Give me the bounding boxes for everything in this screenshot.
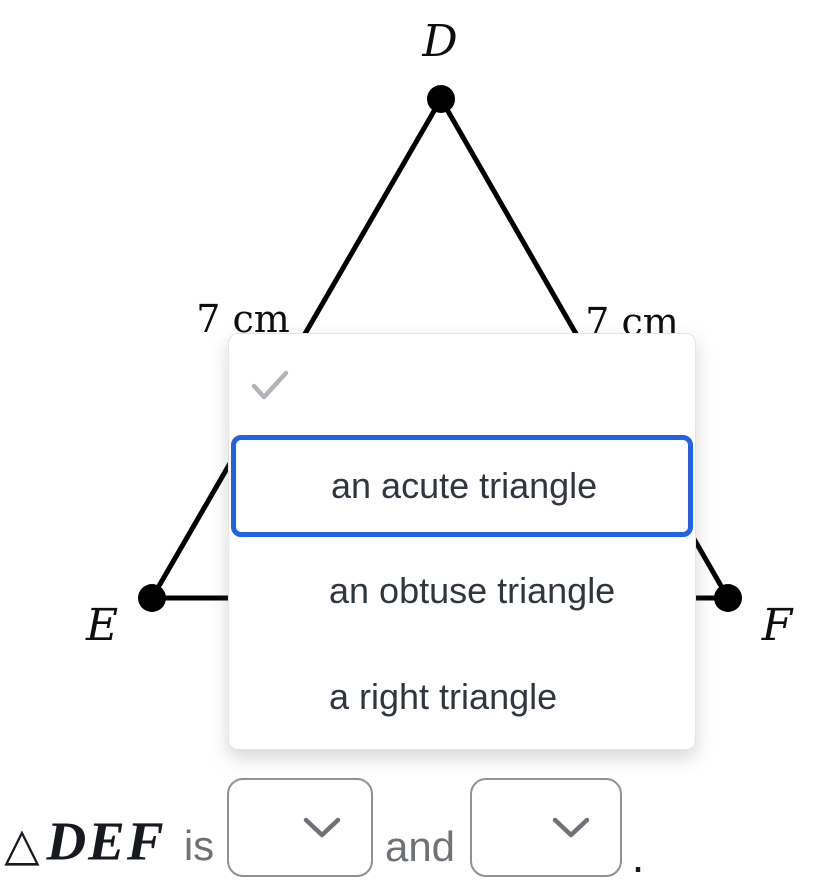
triangle-name: DEF (46, 810, 166, 872)
chevron-down-icon (303, 817, 341, 837)
vertex-label-e: E (85, 600, 119, 651)
dropdown-option-right[interactable]: a right triangle (229, 644, 695, 749)
vertex-dot-D (427, 85, 455, 113)
check-icon (251, 370, 289, 399)
side-label-left: 7 cm (196, 297, 290, 341)
sentence-period: . (631, 830, 645, 882)
word-is: is (183, 822, 215, 869)
vertex-dot-F (714, 584, 742, 612)
dropdown-option-acute[interactable]: an acute triangle (231, 435, 693, 537)
triangle-symbol: △ (4, 817, 40, 871)
vertex-dot-E (138, 584, 166, 612)
dropdown-option-label: an obtuse triangle (329, 569, 616, 611)
dropdown-menu: an acute triangle an obtuse triangle a r… (228, 333, 696, 750)
chevron-down-icon (552, 817, 590, 837)
word-and: and (384, 823, 456, 870)
vertex-label-d: D (422, 16, 458, 67)
answer-select-1[interactable] (227, 778, 373, 877)
dropdown-option-label: an acute triangle (331, 465, 598, 506)
dropdown-option-blank[interactable] (229, 334, 695, 435)
vertex-label-f: F (761, 600, 793, 651)
answer-select-2[interactable] (470, 778, 622, 877)
dropdown-option-label: a right triangle (329, 675, 558, 717)
dropdown-option-obtuse[interactable]: an obtuse triangle (229, 537, 695, 644)
